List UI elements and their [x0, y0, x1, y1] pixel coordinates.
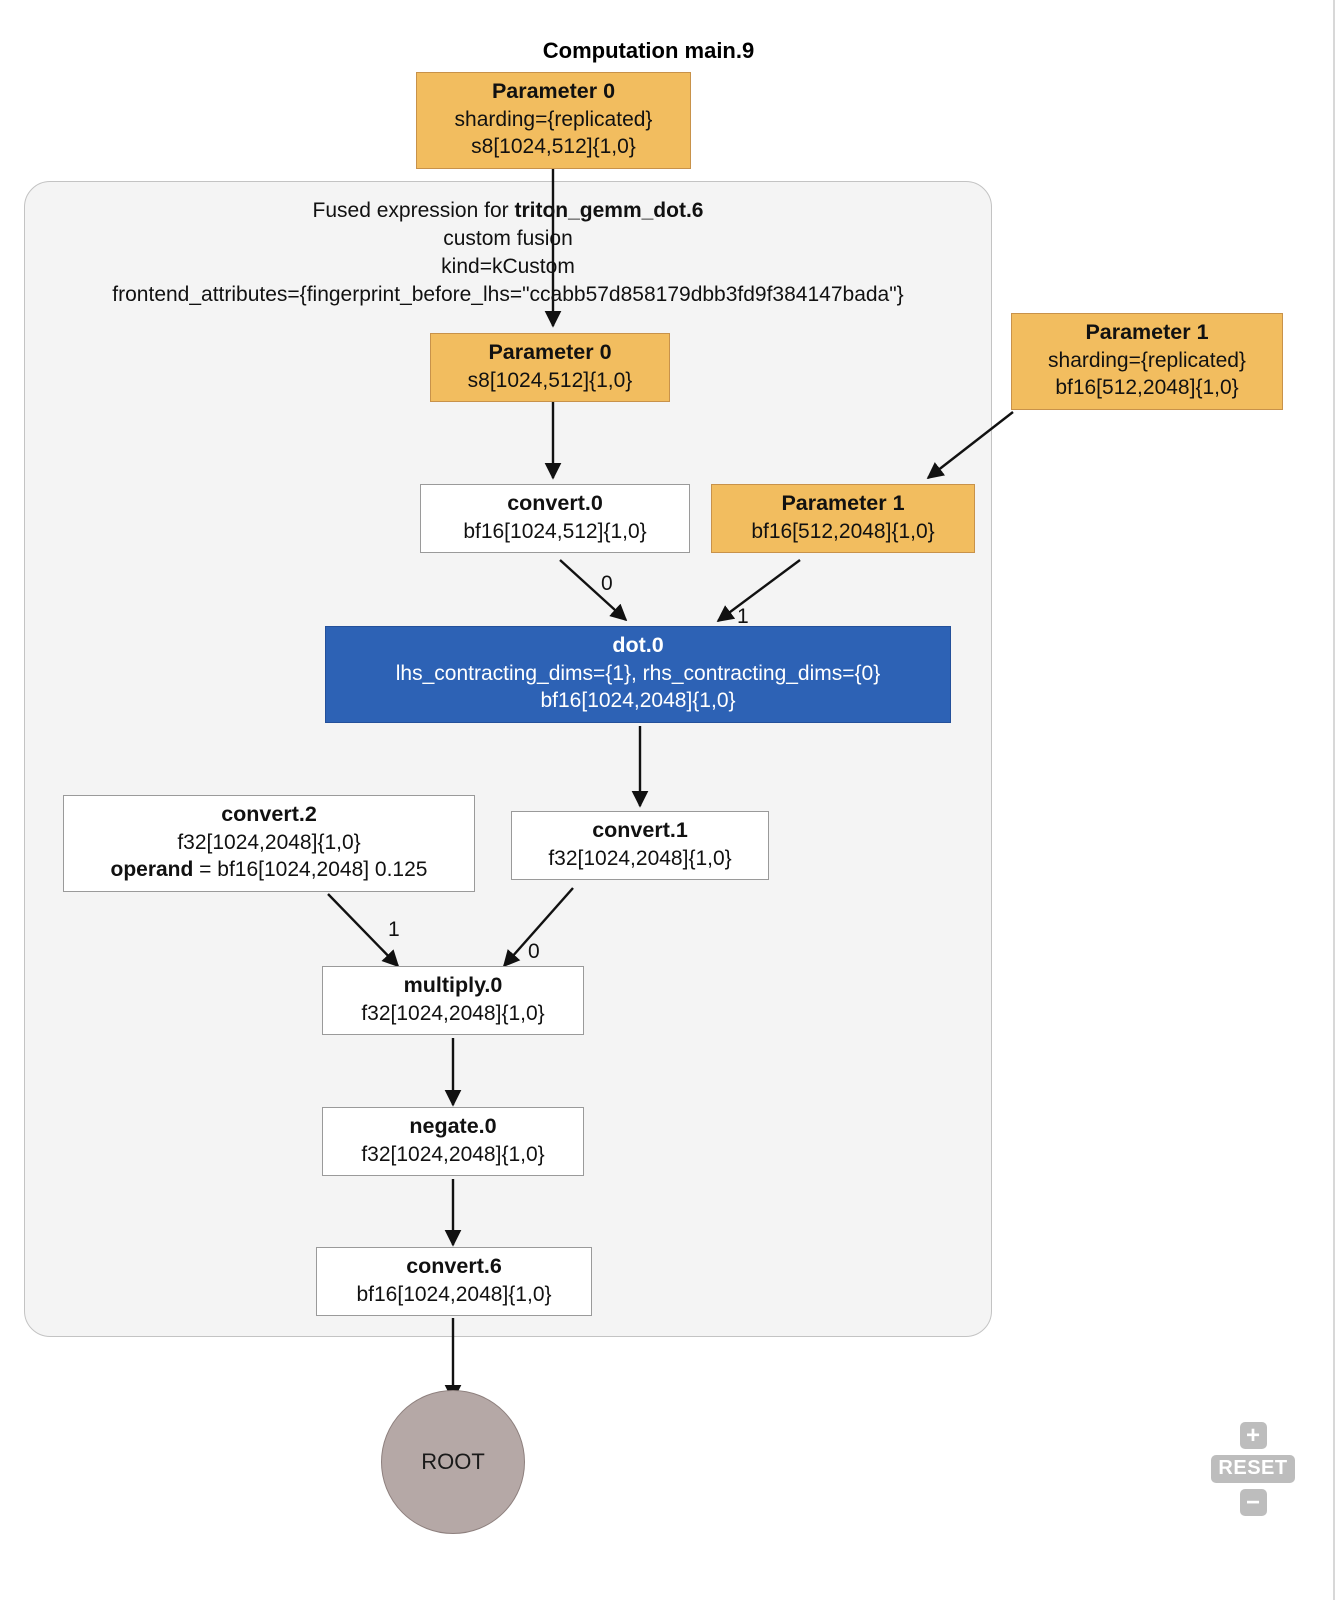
- node-operand-label: operand: [110, 858, 194, 882]
- node-title: convert.2: [221, 802, 317, 826]
- node-title: multiply.0: [403, 973, 503, 997]
- node-multiply-0[interactable]: multiply.0 f32[1024,2048]{1,0}: [322, 966, 584, 1036]
- node-shape: bf16[1024,2048]{1,0}: [540, 689, 736, 713]
- node-title: Parameter 1: [1085, 320, 1209, 344]
- node-title: convert.1: [592, 818, 688, 842]
- node-inner-parameter-1[interactable]: Parameter 1 bf16[512,2048]{1,0}: [711, 484, 975, 554]
- node-operand: operand = bf16[1024,2048] 0.125: [74, 856, 464, 883]
- node-shape: s8[1024,512]{1,0}: [467, 368, 633, 392]
- node-title: dot.0: [612, 633, 664, 657]
- node-title: Parameter 0: [488, 340, 612, 364]
- edge-label-convert1-to-multiply0: 0: [528, 940, 540, 963]
- node-shape: f32[1024,2048]{1,0}: [361, 1001, 545, 1025]
- node-convert-2[interactable]: convert.2 f32[1024,2048]{1,0} operand = …: [63, 795, 475, 892]
- node-outer-parameter-0[interactable]: Parameter 0 sharding={replicated} s8[102…: [416, 72, 691, 169]
- computation-title: Computation main.9: [542, 38, 755, 63]
- node-shape: f32[1024,2048]{1,0}: [177, 830, 361, 854]
- node-convert-0[interactable]: convert.0 bf16[1024,512]{1,0}: [420, 484, 690, 554]
- node-sharding: sharding={replicated}: [454, 107, 653, 131]
- edge-label-param1-to-dot0: 1: [737, 605, 749, 628]
- zoom-in-button[interactable]: +: [1239, 1422, 1267, 1449]
- node-inner-parameter-0[interactable]: Parameter 0 s8[1024,512]{1,0}: [430, 333, 670, 403]
- node-title: Parameter 0: [491, 79, 616, 103]
- node-title: convert.6: [406, 1254, 502, 1278]
- node-sharding: sharding={replicated}: [1048, 348, 1246, 372]
- node-shape: s8[1024,512]{1,0}: [471, 135, 636, 159]
- zoom-controls[interactable]: + RESET −: [1211, 1422, 1295, 1516]
- graph-canvas[interactable]: Computation main.9 Fused expression for …: [0, 0, 1297, 1600]
- edge-label-convert2-to-multiply0: 1: [388, 918, 400, 941]
- node-title: convert.0: [507, 491, 603, 515]
- node-shape: bf16[512,2048]{1,0}: [751, 519, 935, 543]
- node-negate-0[interactable]: negate.0 f32[1024,2048]{1,0}: [322, 1107, 584, 1177]
- node-outer-parameter-1[interactable]: Parameter 1 sharding={replicated} bf16[5…: [1011, 313, 1283, 410]
- node-operand-value: = bf16[1024,2048] 0.125: [193, 858, 428, 882]
- node-shape: bf16[512,2048]{1,0}: [1055, 376, 1239, 400]
- node-shape: f32[1024,2048]{1,0}: [548, 846, 732, 870]
- node-dot-0[interactable]: dot.0 lhs_contracting_dims={1}, rhs_cont…: [325, 626, 951, 723]
- node-root[interactable]: ROOT: [381, 1390, 525, 1534]
- node-title: Parameter 1: [781, 491, 905, 515]
- zoom-out-button[interactable]: −: [1239, 1489, 1267, 1516]
- node-contracting-dims: lhs_contracting_dims={1}, rhs_contractin…: [395, 661, 881, 685]
- node-convert-6[interactable]: convert.6 bf16[1024,2048]{1,0}: [316, 1247, 592, 1317]
- node-shape: bf16[1024,2048]{1,0}: [356, 1282, 552, 1306]
- zoom-reset-button[interactable]: RESET: [1211, 1455, 1295, 1483]
- edge-label-convert0-to-dot0: 0: [601, 572, 613, 595]
- node-title: negate.0: [409, 1114, 497, 1138]
- node-shape: bf16[1024,512]{1,0}: [463, 519, 647, 543]
- node-convert-1[interactable]: convert.1 f32[1024,2048]{1,0}: [511, 811, 769, 881]
- page-right-edge: [1333, 0, 1335, 1600]
- node-shape: f32[1024,2048]{1,0}: [361, 1142, 545, 1166]
- root-label: ROOT: [421, 1449, 485, 1474]
